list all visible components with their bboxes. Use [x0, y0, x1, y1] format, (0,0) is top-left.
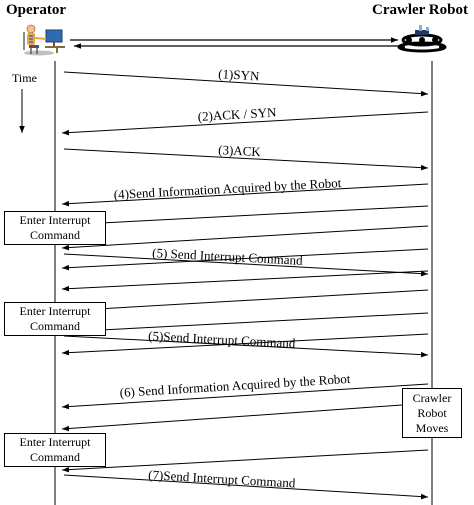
message-arrow-4b [61, 205, 429, 228]
box-line: Moves [415, 420, 449, 435]
message-label-2: (2)ACK / SYN [197, 104, 277, 124]
message-arrow-5g [61, 333, 429, 356]
box-line: Command [30, 228, 80, 242]
message-arrow-2 [61, 111, 429, 136]
message-arrow-6b [61, 404, 403, 432]
message-arrow-5e [61, 312, 429, 335]
message-arrow-4c [61, 225, 429, 251]
message-arrow-5b [63, 253, 429, 277]
box-line: Command [30, 319, 80, 333]
message-arrow-3 [63, 148, 429, 171]
message-label-5a: (5) Send Interrupt Command [152, 245, 304, 268]
message-label-3: (3)ACK [218, 142, 262, 159]
box-line: Robot [417, 405, 447, 420]
message-arrow-5d [61, 289, 429, 314]
crawler-robot-icon [397, 25, 447, 53]
message-arrow-4a [61, 183, 429, 207]
box-line: Crawler [412, 390, 452, 405]
box-line: Enter Interrupt [19, 435, 91, 449]
message-label-7: (7)Send Interrupt Command [148, 467, 296, 490]
message-label-1: (1)SYN [218, 66, 261, 84]
message-arrow-5c [61, 270, 429, 292]
enter-interrupt-command-box-1: Enter Interrupt Command [4, 211, 106, 245]
message-arrow-1 [63, 71, 429, 97]
crawler-robot-heading: Crawler Robot [372, 2, 468, 18]
operator-at-computer-icon [23, 24, 65, 56]
message-arrow-5a [61, 248, 429, 271]
message-label-4: (4)Send Information Acquired by the Robo… [113, 175, 342, 202]
enter-interrupt-command-box-3: Enter Interrupt Command [4, 433, 106, 467]
time-label: Time [12, 71, 37, 85]
crawler-robot-moves-box: Crawler Robot Moves [402, 388, 462, 438]
box-line: Command [30, 450, 80, 464]
message-arrow-7b [63, 474, 429, 500]
message-arrow-6a [61, 383, 429, 410]
message-arrow-5f [63, 335, 429, 358]
box-line: Enter Interrupt [19, 213, 91, 227]
message-arrow-7a [61, 449, 429, 473]
operator-heading: Operator [6, 2, 66, 18]
enter-interrupt-command-box-2: Enter Interrupt Command [4, 302, 106, 336]
box-line: Enter Interrupt [19, 304, 91, 318]
